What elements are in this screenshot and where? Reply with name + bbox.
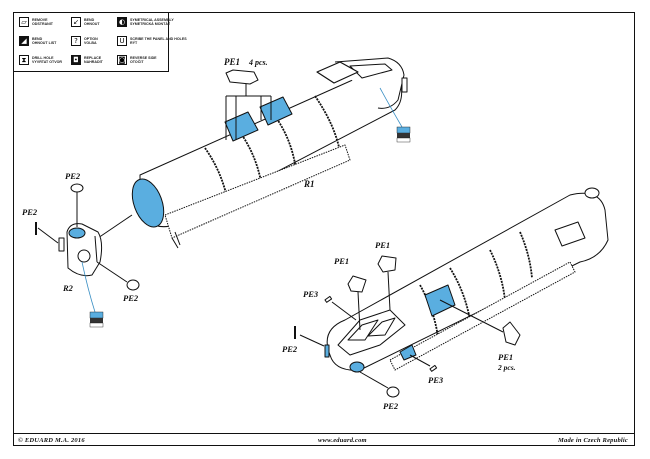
label-pe2-front: PE2 [282, 344, 298, 354]
cockpit-front-blue [349, 361, 365, 373]
remove-icon: ▱ [19, 17, 29, 27]
label-pe1-top: PE1 [224, 57, 240, 67]
label-pe1-b: PE1 [375, 240, 390, 250]
label-pe1-right-qty: 2 pcs. [497, 363, 516, 372]
label-pe2-left: PE2 [22, 207, 38, 217]
label-r2: R2 [62, 283, 74, 293]
legend-label-cz: Odstranit [32, 22, 53, 26]
legend-label-cz: Symetrická montáž [130, 22, 171, 26]
color-swatch-upper [396, 126, 411, 143]
pe1-top-part [225, 69, 272, 140]
r1-panel-blue-2 [259, 96, 293, 126]
pe1-right-part [502, 321, 521, 346]
tank-cockpit-drawing [324, 187, 609, 373]
legend-label: Symetrical assembly [130, 17, 174, 22]
r1-panel-blue-1 [224, 111, 259, 142]
label-r1: R1 [303, 179, 315, 189]
r1-end-cap [131, 178, 165, 228]
bend-list-icon: ◢ [19, 36, 29, 46]
color-swatch-lower [89, 311, 104, 328]
legend-label-cz: Nahradit [84, 60, 103, 64]
legend-item-bend-list: ◢ BendOhnout list [19, 36, 56, 46]
legend-item-remove: ▱ RemoveOdstranit [19, 17, 53, 27]
label-pe1-right: PE1 [498, 352, 513, 362]
legend-label: Remove [32, 17, 48, 22]
symmetrical-assembly-icon: ◐ [117, 17, 127, 27]
instruction-sheet: ▱ RemoveOdstranit ↙ BendOhnout ◐ Symetri… [13, 12, 635, 446]
legend-item-reverse: ◙ Reverse sideOtočit [117, 55, 157, 65]
legend-label: Bend [32, 36, 43, 41]
legend-item-scribe: U Scribe the panel and holesRýt [117, 36, 187, 46]
drill-hole-icon: ⧗ [19, 55, 29, 65]
copyright-text: © EDUARD M.A. 2016 [18, 437, 85, 444]
bend-icon: ↙ [71, 17, 81, 27]
pe1-a-part [347, 275, 367, 293]
label-pe2-bottom-left: PE2 [123, 293, 139, 303]
legend-label-cz: Volba [84, 41, 97, 45]
legend-label: Scribe the panel and holes [130, 36, 187, 41]
r2-top-cap [68, 227, 86, 239]
option-icon: ? [71, 36, 81, 46]
legend-label: Drill hole [32, 55, 54, 60]
legend-item-replace: ◘ ReplaceNahradit [71, 55, 103, 65]
legend-label-cz: Vyvrtat otvor [32, 60, 63, 64]
website-text: www.eduard.com [318, 437, 367, 444]
pe1-b-part [377, 255, 397, 273]
scribe-icon: U [117, 36, 127, 46]
legend-label: Bend [84, 17, 95, 22]
legend-item-symmetrical: ◐ Symetrical assemblySymetrická montáž [117, 17, 174, 27]
footer-divider [14, 433, 634, 434]
r2-part-drawing [58, 223, 103, 277]
label-pe3-b: PE3 [428, 375, 444, 385]
symbol-legend: ▱ RemoveOdstranit ↙ BendOhnout ◐ Symetri… [14, 13, 187, 72]
label-pe2-bottom: PE2 [383, 401, 399, 411]
replace-icon: ◘ [71, 55, 81, 65]
legend-label: Reverse side [130, 55, 157, 60]
legend-item-bend: ↙ BendOhnout [71, 17, 100, 27]
color-callouts [81, 87, 403, 313]
tank-r1-drawing [131, 57, 408, 249]
legend-label-cz: Ohnout list [32, 41, 57, 45]
legend-item-drill: ⧗ Drill holeVyvrtat otvor [19, 55, 62, 65]
legend-label-cz: Otočit [130, 60, 144, 64]
legend-label-cz: Ohnout [84, 22, 100, 26]
legend-label: Option [84, 36, 98, 41]
label-pe2-top: PE2 [65, 171, 81, 181]
legend-item-option: ? OptionVolba [71, 36, 98, 46]
label-pe1-a: PE1 [334, 256, 349, 266]
label-pe3-a: PE3 [303, 289, 319, 299]
legend-label-cz: Rýt [130, 41, 138, 45]
origin-text: Made in Czech Republic [558, 437, 628, 444]
reverse-side-icon: ◙ [117, 55, 127, 65]
legend-label: Replace [84, 55, 102, 60]
pe2-top-part [70, 183, 84, 193]
label-pe1-top-qty: 4 pcs. [248, 58, 268, 67]
